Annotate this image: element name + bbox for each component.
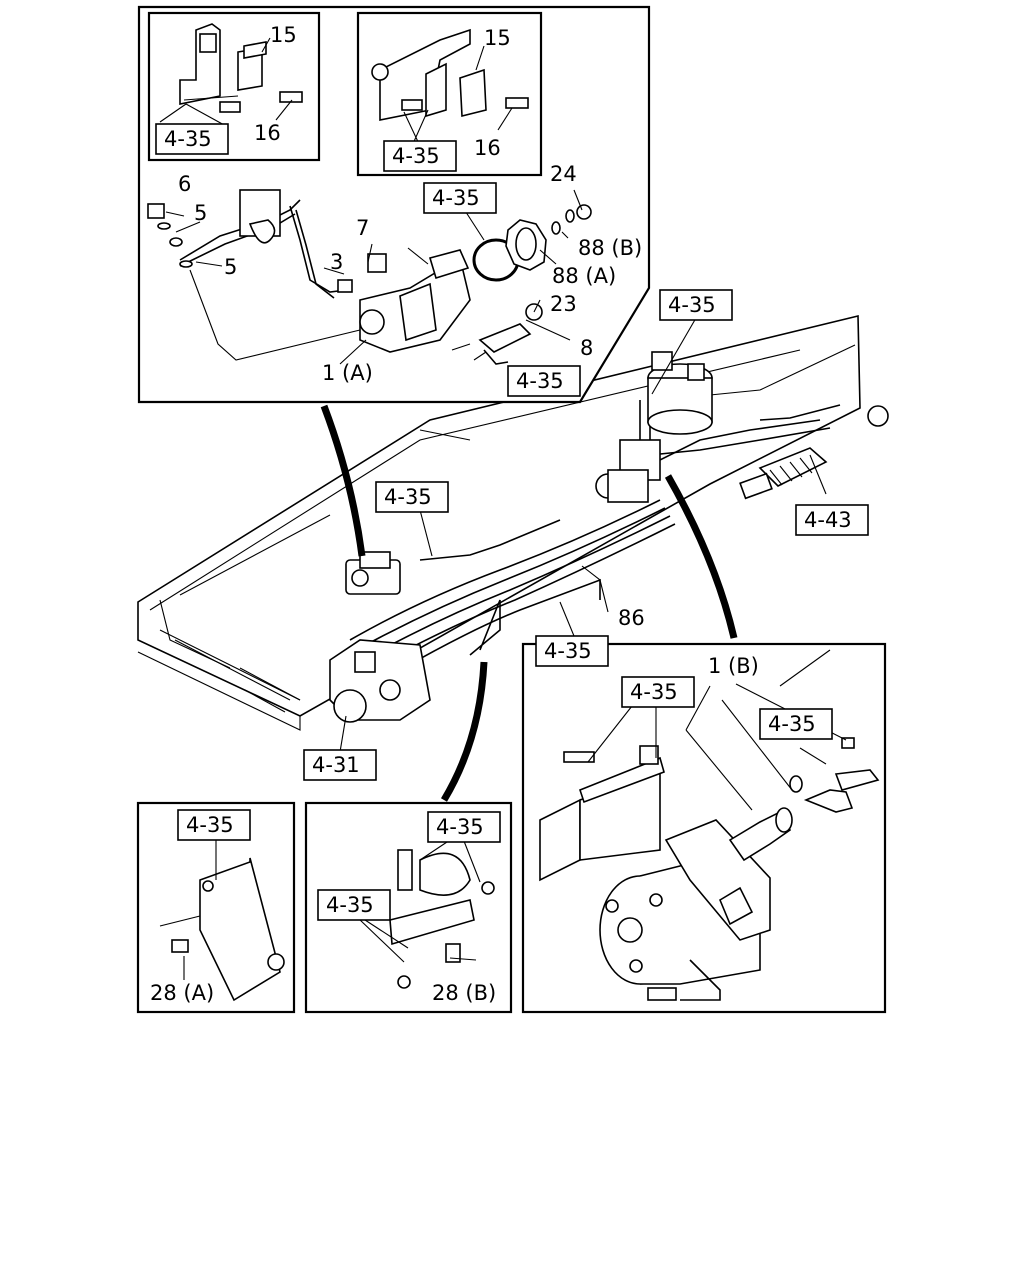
ref-label: 4-35 [326,893,374,917]
ref-label: 4-35 [186,813,234,837]
part-3-label: 3 [330,250,343,274]
part-88a-label: 88 (A) [552,264,616,288]
part-88b-label: 88 (B) [578,236,642,260]
part-5-label: 5 [224,255,237,279]
part-5-label: 5 [194,201,207,225]
part-28a-label: 28 (A) [150,981,214,1005]
ref-box-8: 4-35 [535,635,609,667]
top-panel-parts [147,189,592,365]
ref-box-13: 4-35 [427,811,501,843]
ref-box-11: 4-35 [759,708,833,740]
ref-label: 4-31 [312,753,360,777]
ref-box-6: 4-35 [375,481,449,513]
ref-box-2: 4-35 [383,140,457,172]
part-23-label: 23 [550,292,577,316]
clamp-1-parts [159,23,303,127]
part-1b-label: 1 (B) [708,654,759,678]
ref-label: 4-35 [164,127,212,151]
part-86-label: 86 [618,606,645,630]
ref-box-3: 4-35 [423,182,497,214]
part-15-label: 15 [484,26,511,50]
pump-detail-parts [539,649,880,1001]
part-28b-label: 28 (B) [432,981,496,1005]
part-6-label: 6 [178,172,191,196]
main-leaders [339,317,827,753]
reservoir-assembly [595,351,713,503]
ref-label: 4-35 [436,815,484,839]
ref-label: 4-35 [544,639,592,663]
part-8-label: 8 [580,336,593,360]
brake-pipe-bundle [349,400,841,671]
ref-label: 4-35 [768,712,816,736]
part-16-label: 16 [474,136,501,160]
part-7-label: 7 [356,216,369,240]
bracket-a-parts [159,840,285,1002]
clamp-2-parts [371,28,529,147]
valve-cluster [329,639,431,723]
ref-box-12: 4-35 [177,809,251,841]
ref-label: 4-35 [516,369,564,393]
ref-label: 4-35 [432,186,480,210]
part-15-label: 15 [270,23,297,47]
ref-box-14: 4-35 [317,889,391,921]
boot-cylinder [739,405,889,500]
ref-box-10: 4-35 [621,676,695,708]
ref-label: 4-35 [630,680,678,704]
ref-box-4: 4-35 [507,365,581,397]
bracket-b-parts [357,835,495,989]
ref-box-5: 4-35 [659,289,733,321]
ref-box-7: 4-43 [795,504,869,536]
pump-on-frame [345,551,401,595]
ref-label: 4-35 [392,144,440,168]
part-1a-label: 1 (A) [322,361,373,385]
ref-label: 4-35 [668,293,716,317]
ref-box-9: 4-31 [303,749,377,781]
ref-box-1: 4-35 [155,123,229,155]
ref-label: 4-43 [804,508,852,532]
ref-label: 4-35 [384,485,432,509]
part-24-label: 24 [550,162,577,186]
part-16-label: 16 [254,121,281,145]
